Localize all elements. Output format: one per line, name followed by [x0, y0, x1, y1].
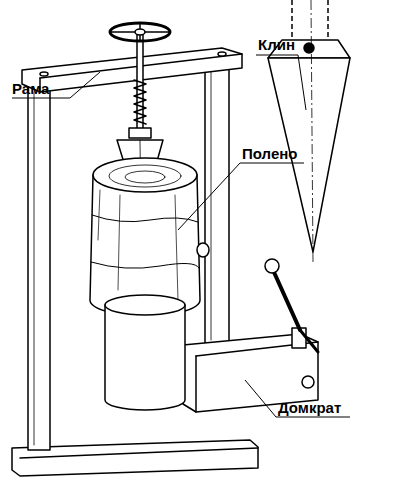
bark-line — [98, 190, 178, 300]
machine — [12, 23, 318, 476]
axis-line — [311, 0, 313, 262]
leaders — [12, 55, 350, 417]
handle-ball — [265, 259, 279, 273]
bark-line — [92, 215, 198, 222]
log-ring — [125, 171, 165, 183]
column-shade — [211, 66, 212, 340]
jack-cylinder — [105, 305, 185, 410]
handle-link — [300, 330, 318, 352]
base-edge — [20, 448, 258, 458]
handwheel — [110, 23, 170, 41]
part-label: Домкрат — [278, 399, 341, 417]
leader-line — [12, 72, 100, 98]
left-column — [28, 78, 50, 450]
frame-beam — [22, 48, 242, 92]
leader-line — [178, 163, 304, 230]
log-body — [90, 175, 200, 316]
log-ring — [109, 165, 181, 187]
leader-line — [245, 380, 350, 417]
log-top — [93, 158, 197, 192]
part-label: Полено — [242, 145, 297, 163]
jack-edge — [195, 356, 197, 412]
bark-line — [91, 262, 199, 268]
right-column — [205, 60, 229, 345]
handle-lever — [273, 270, 300, 330]
beam-hole — [218, 52, 226, 56]
part-label: Клин — [258, 36, 295, 54]
rod-outline — [291, 0, 293, 40]
screw-thread — [134, 80, 146, 124]
rod-outline — [327, 0, 329, 40]
wheel-hub — [135, 29, 145, 35]
jack-top — [105, 295, 185, 315]
release-knob — [302, 376, 314, 388]
part-label: Рама — [12, 80, 49, 98]
log-knot — [197, 243, 209, 257]
detail-pin — [304, 43, 314, 53]
beam-hole — [40, 72, 48, 76]
leader-line — [256, 55, 306, 110]
column-shade — [34, 92, 35, 445]
wedge-collar — [129, 128, 151, 138]
